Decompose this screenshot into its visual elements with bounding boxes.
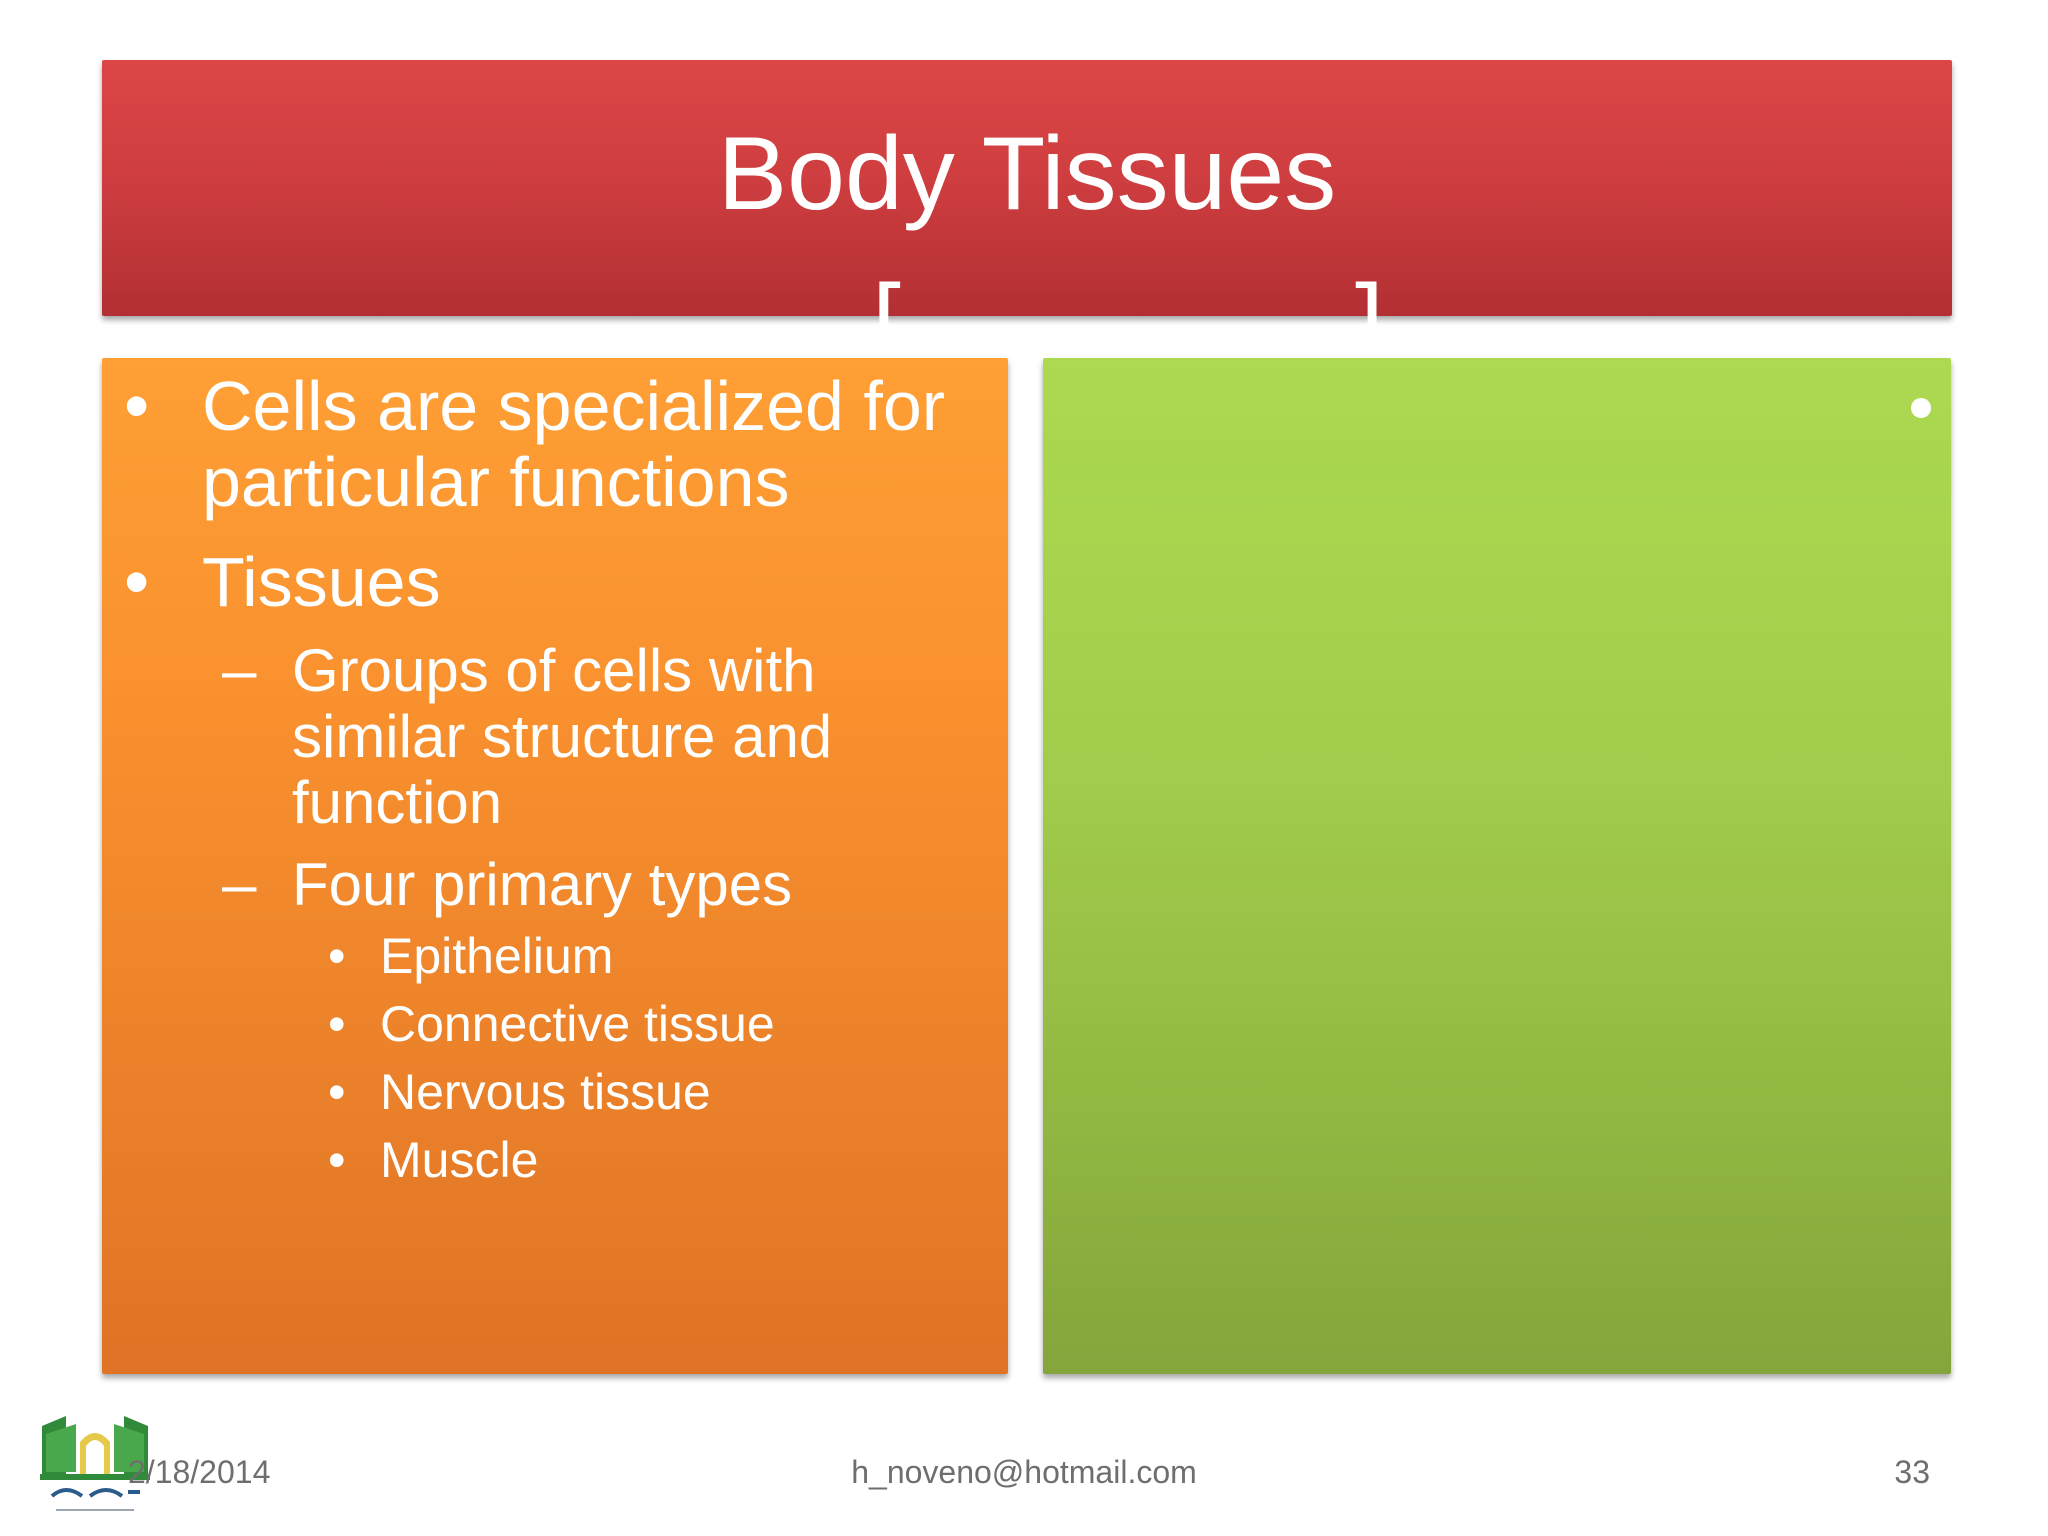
empty-bullet-icon <box>1911 398 1931 418</box>
slide-title: Body Tissues <box>717 116 1337 232</box>
bracket-close: ] <box>1355 264 1384 380</box>
footer-date: 2/18/2014 <box>128 1454 271 1490</box>
bullet-marker: • <box>124 542 150 622</box>
bullet-marker: • <box>328 996 346 1052</box>
list-item-text: Muscle <box>380 1132 539 1188</box>
list-item-text: Groups of cells with similar structure a… <box>292 637 833 836</box>
list-item-text: Four primary types <box>292 851 793 918</box>
left-content-panel: • Cells are specialized for particular f… <box>102 358 1008 1374</box>
dash-marker: – <box>222 850 257 919</box>
bullet-marker: • <box>328 1064 346 1120</box>
bullet-marker: • <box>328 928 346 984</box>
title-bar: Body Tissues [ ] <box>102 60 1952 374</box>
list-item-text: Cells are specialized for particular fun… <box>202 367 946 521</box>
bullet-marker: • <box>124 366 150 446</box>
bracket-open: [ <box>872 264 901 380</box>
list-item-text: Nervous tissue <box>380 1064 711 1120</box>
university-logo <box>36 1412 154 1520</box>
right-content-panel <box>1043 358 1951 1374</box>
dash-marker: – <box>222 636 257 705</box>
list-item-text: Connective tissue <box>380 996 775 1052</box>
page-number: 33 <box>1894 1454 1930 1490</box>
list-item-text: Tissues <box>202 543 441 621</box>
list-item-text: Epithelium <box>380 928 614 984</box>
bullet-marker: • <box>328 1132 346 1188</box>
footer-email: h_noveno@hotmail.com <box>851 1454 1197 1490</box>
